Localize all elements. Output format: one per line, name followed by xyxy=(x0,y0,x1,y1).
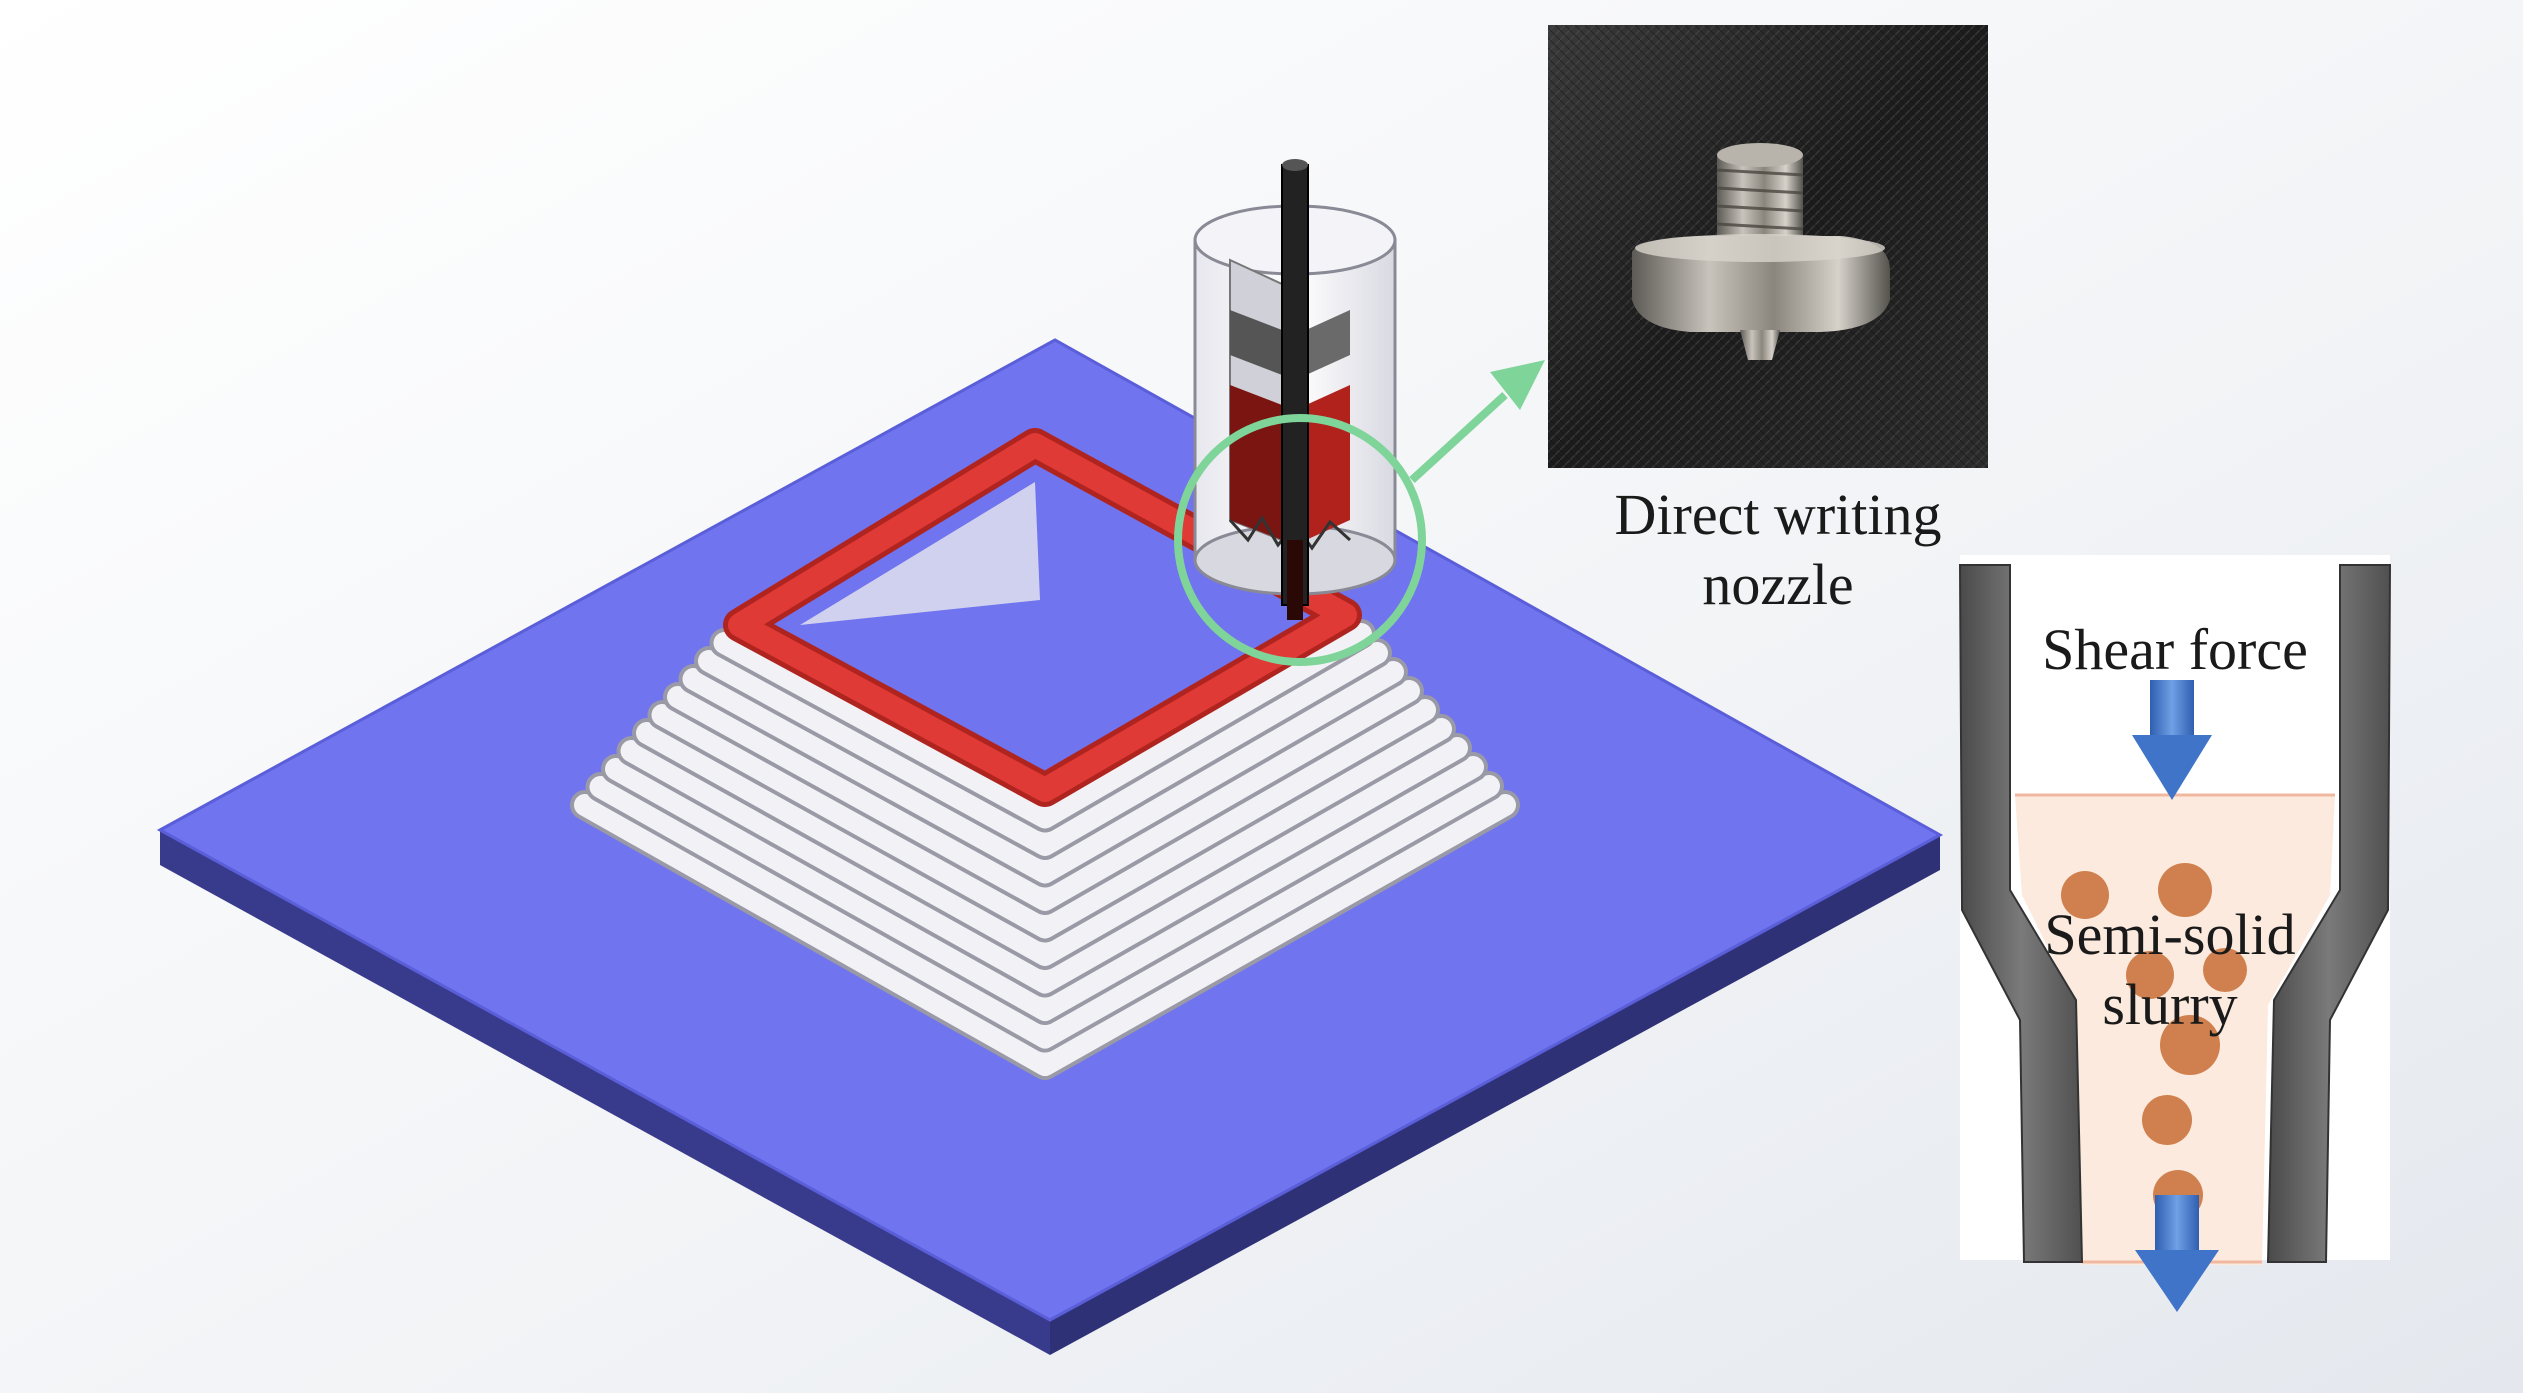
zoom-arrow-icon xyxy=(1409,360,1545,483)
slurry-label: Semi-solid slurry xyxy=(2010,900,2330,1040)
nozzle-photo xyxy=(1548,25,1988,468)
layer-bead xyxy=(636,718,1452,966)
slurry-label-line2: slurry xyxy=(2102,972,2238,1037)
nozzle-cross-section xyxy=(1958,555,2392,1312)
shear-force-label: Shear force xyxy=(2042,617,2308,682)
layer-bead xyxy=(574,794,1516,1076)
layer-bead xyxy=(651,699,1436,939)
layer-bead xyxy=(589,775,1500,1049)
layer-bead xyxy=(682,661,1404,884)
slurry-label-line1: Semi-solid xyxy=(2044,902,2296,967)
shear-arrow-icon xyxy=(2132,680,2212,800)
print-head xyxy=(1193,159,1397,620)
layer-bead xyxy=(620,737,1468,994)
nozzle-highlight-ring xyxy=(1174,414,1426,666)
nozzle-label-line1: Direct writing xyxy=(1614,482,1942,547)
nozzle-label: Direct writing nozzle xyxy=(1568,480,1988,620)
layer-bead xyxy=(713,623,1372,829)
top-layer xyxy=(723,428,1362,807)
layer-bead xyxy=(605,756,1484,1021)
nozzle-label-line2: nozzle xyxy=(1702,552,1854,617)
layer-bead xyxy=(698,642,1388,856)
flow-arrow-icon xyxy=(2135,1195,2219,1312)
layer-bead xyxy=(667,680,1420,911)
